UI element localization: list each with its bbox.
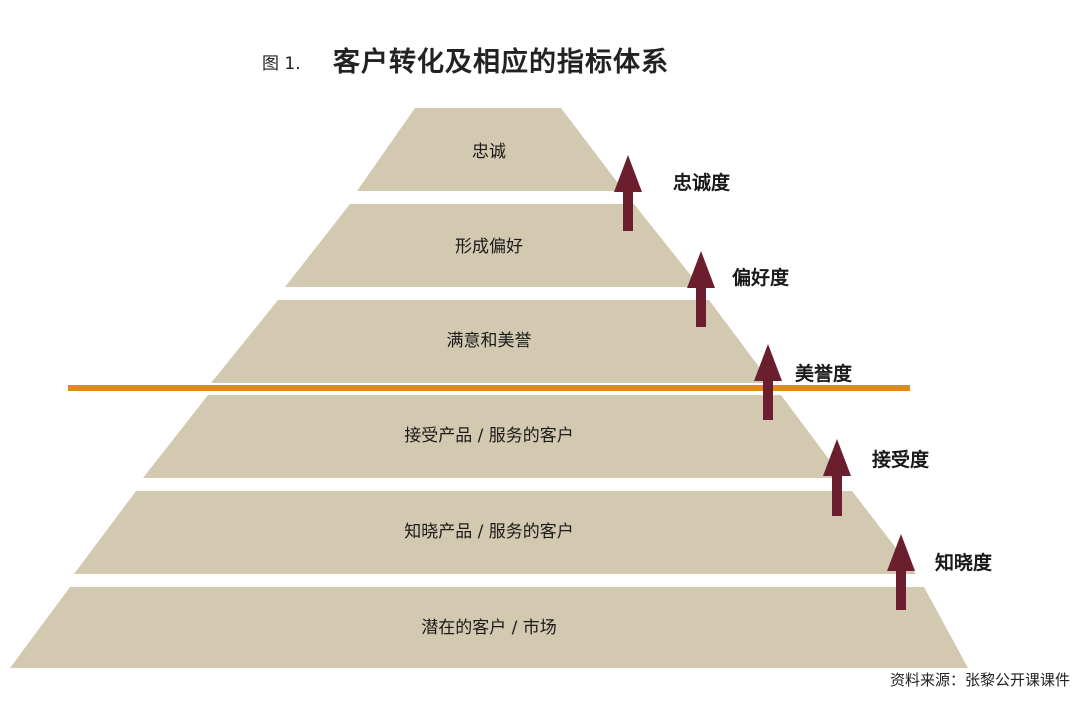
tier-loyalty-shape	[357, 108, 624, 191]
tier-label-satisfaction: 满意和美誉	[447, 331, 532, 351]
metric-label-loyalty: 忠诚度	[673, 171, 731, 194]
tier-label-loyalty: 忠诚	[472, 142, 506, 162]
figure-title-text: 客户转化及相应的指标体系	[333, 47, 669, 78]
arrow-up-icon	[887, 534, 915, 610]
arrow-up-icon	[687, 251, 715, 327]
metric-label-preference: 偏好度	[732, 266, 790, 289]
metric-label-reputation: 美誉度	[795, 362, 853, 385]
tier-satisfaction-shape	[211, 300, 771, 383]
tier-label-preference: 形成偏好	[455, 237, 523, 257]
source-note: 资料来源：张黎公开课课件	[889, 671, 1070, 689]
tier-label-potential: 潜在的客户 / 市场	[421, 618, 557, 638]
metric-label-awareness: 知晓度	[935, 551, 993, 574]
tier-acceptance-shape	[143, 395, 843, 478]
arrow-up-icon	[754, 344, 782, 420]
figure-number: 图 1.	[262, 54, 301, 74]
metric-label-acceptance: 接受度	[872, 448, 930, 471]
tier-potential-shape	[10, 587, 968, 668]
figure-title: 图 1. 客户转化及相应的指标体系	[0, 40, 1080, 80]
arrow-up-icon	[823, 439, 851, 516]
tier-label-acceptance: 接受产品 / 服务的客户	[404, 426, 574, 446]
tier-awareness-shape	[74, 491, 916, 574]
arrow-up-icon	[614, 155, 642, 231]
tier-preference-shape	[285, 204, 700, 287]
tier-label-awareness: 知晓产品 / 服务的客户	[404, 522, 574, 542]
